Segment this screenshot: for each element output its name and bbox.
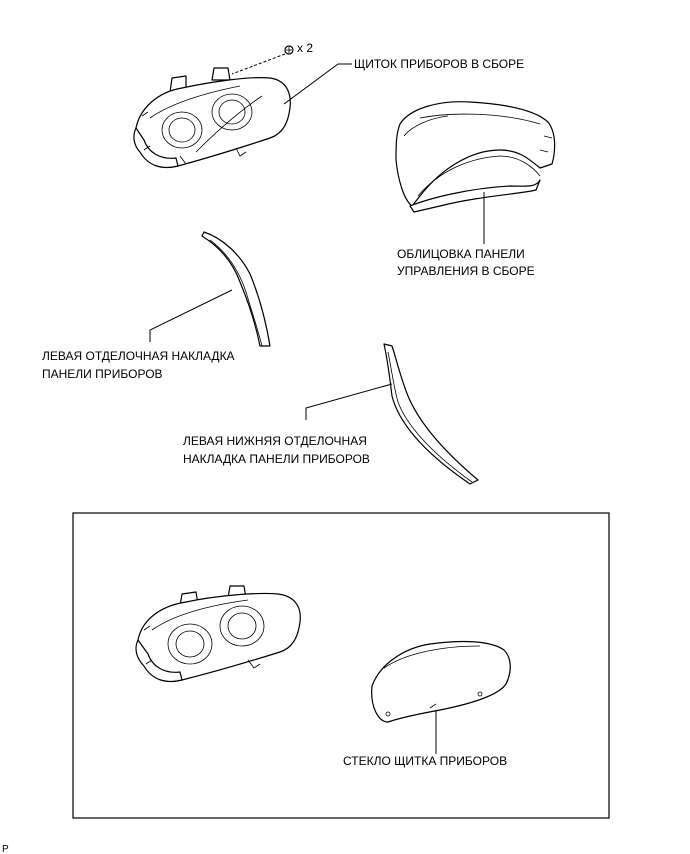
inset-frame	[72, 512, 610, 819]
left-lower-trim-label-line2: НАКЛАДКА ПАНЕЛИ ПРИБОРОВ	[183, 452, 370, 466]
cluster-glass-label: СТЕКЛО ЩИТКА ПРИБОРОВ	[343, 754, 507, 768]
panel-finish-label-line2: УПРАВЛЕНИЯ В СБОРЕ	[397, 264, 535, 278]
cluster-assembly-label: ЩИТОК ПРИБОРОВ В СБОРЕ	[354, 57, 524, 71]
left-lower-trim-drawing	[383, 343, 479, 485]
panel-finish-label-line1: ОБЛИЦОВКА ПАНЕЛИ	[397, 247, 525, 261]
panel-finish-drawing	[395, 101, 556, 213]
left-lower-trim-label-line1: ЛЕВАЯ НИЖНЯЯ ОТДЕЛОЧНАЯ	[183, 434, 367, 448]
cluster-assembly-drawing	[133, 67, 291, 169]
cluster-glass-drawing	[371, 640, 511, 723]
left-trim-drawing	[201, 231, 271, 347]
corner-mark: P	[2, 844, 9, 854]
screw-count-label: x 2	[297, 41, 313, 55]
left-trim-label-line1: ЛЕВАЯ ОТДЕЛОЧНАЯ НАКЛАДКА	[42, 349, 235, 363]
inset-cluster-drawing	[135, 585, 301, 683]
screw-drawing	[231, 45, 294, 75]
left-trim-label-line2: ПАНЕЛИ ПРИБОРОВ	[42, 367, 163, 381]
